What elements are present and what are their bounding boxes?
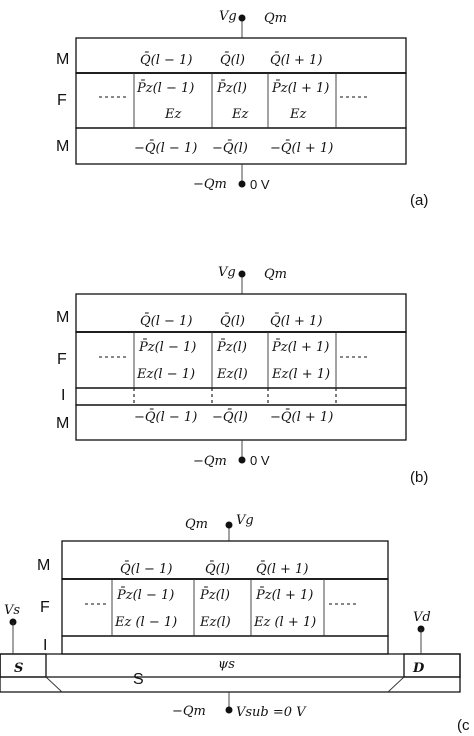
neg-charge-lm1-b: −Q̄(l − 1) xyxy=(134,409,197,425)
neg-charge-lp1-b: −Q̄(l + 1) xyxy=(270,409,333,425)
source-region-c xyxy=(0,653,47,678)
gate-terminal-b xyxy=(238,270,246,278)
neg-qm-label-b: −Qm xyxy=(193,454,227,469)
vg-label-b: Vg xyxy=(218,265,236,280)
charge-lm1-c: Q̄(l − 1) xyxy=(120,561,172,577)
panel-c: Qm Vg M F I S Q̄(l − 1) Q̄(l) Q̄(l + 1) … xyxy=(0,513,470,734)
insulator-layer-c xyxy=(61,635,389,655)
layer-label-f-b: F xyxy=(57,351,67,368)
source-contact-label: S xyxy=(14,661,23,676)
charge-lm1-b: Q̄(l − 1) xyxy=(140,313,192,329)
qm-label-b: Qm xyxy=(264,267,287,282)
gate-terminal-a xyxy=(238,14,246,22)
polarization-lm1-c: P̄z(l − 1) xyxy=(116,587,174,603)
field-lm1-a: Ez xyxy=(164,107,181,122)
neg-qm-label-a: −Qm xyxy=(193,177,227,192)
vg-label-c: Vg xyxy=(236,513,254,528)
gate-terminal-c xyxy=(225,521,233,529)
panel-a: Vg Qm M F M Q̄(l − 1) Q̄(l) Q̄(l + 1) P̄… xyxy=(56,9,428,209)
drain-contact-label: D xyxy=(412,661,425,676)
layer-label-m-bottom-a: M xyxy=(56,138,69,155)
charge-lp1-c: Q̄(l + 1) xyxy=(256,561,308,577)
polarization-lp1-a: P̄z(l + 1) xyxy=(271,80,329,96)
polarization-lm1-a: P̄z(l − 1) xyxy=(136,80,194,96)
polarization-l-a: P̄z(l) xyxy=(216,80,247,96)
field-lm1-c: Ez (l − 1) xyxy=(114,615,177,630)
layer-label-m-top-b: M xyxy=(56,309,69,326)
field-lp1-c: Ez (l + 1) xyxy=(253,615,316,630)
field-l-a: Ez xyxy=(231,107,248,122)
charge-lp1-a: Q̄(l + 1) xyxy=(270,52,322,68)
charge-l-a: Q̄(l) xyxy=(220,52,245,68)
field-lm1-b: Ez(l − 1) xyxy=(136,367,195,382)
neg-charge-lm1-a: −Q̄(l − 1) xyxy=(134,140,197,156)
qm-label-a: Qm xyxy=(264,11,287,26)
bottom-metal-a xyxy=(75,127,407,165)
polarization-lp1-c: P̄z(l + 1) xyxy=(255,587,313,603)
caption-a: (a) xyxy=(410,192,428,209)
bottom-metal-b xyxy=(75,404,407,441)
polarization-l-b: P̄z(l) xyxy=(216,339,247,355)
layer-label-s-c: S xyxy=(133,671,144,688)
zero-v-label-a: 0 V xyxy=(250,177,270,192)
surface-potential-label: ψs xyxy=(218,657,235,672)
neg-charge-l-b: −Q̄(l) xyxy=(212,409,248,425)
neg-qm-label-c: −Qm xyxy=(172,704,206,719)
field-l-c: Ez(l) xyxy=(199,615,231,630)
polarization-lp1-b: P̄z(l + 1) xyxy=(271,339,329,355)
polarization-lm1-b: P̄z(l − 1) xyxy=(138,339,196,355)
layer-label-m-c: M xyxy=(37,557,50,574)
panel-b: Vg Qm M F I M Q̄(l − 1) Q̄(l) Q̄(l + 1) … xyxy=(56,265,428,486)
vd-label-c: Vd xyxy=(413,610,431,625)
layer-label-m-bottom-b: M xyxy=(56,415,69,432)
field-lp1-a: Ez xyxy=(289,107,306,122)
field-l-b: Ez(l) xyxy=(216,367,248,382)
ground-terminal-a xyxy=(238,180,246,188)
polarization-l-c: P̄z(l) xyxy=(199,587,230,603)
zero-v-label-b: 0 V xyxy=(250,453,270,468)
vg-label-a: Vg xyxy=(219,9,237,24)
ground-terminal-b xyxy=(238,456,246,464)
layer-label-m-top-a: M xyxy=(56,51,69,68)
field-lp1-b: Ez(l + 1) xyxy=(271,367,330,382)
charge-l-b: Q̄(l) xyxy=(220,313,245,329)
vsub-label-c: Vsub =0 V xyxy=(236,705,307,720)
charge-lm1-a: Q̄(l − 1) xyxy=(140,52,192,68)
substrate-terminal-c xyxy=(225,706,233,714)
layer-label-i-b: I xyxy=(61,387,65,404)
layer-label-f-a: F xyxy=(57,92,67,109)
caption-b: (b) xyxy=(410,469,428,486)
drain-region-c xyxy=(403,653,461,678)
vs-label-c: Vs xyxy=(4,603,20,618)
layer-label-f-c: F xyxy=(40,599,50,616)
charge-lp1-b: Q̄(l + 1) xyxy=(270,313,322,329)
charge-l-c: Q̄(l) xyxy=(205,561,230,577)
substrate-c xyxy=(0,654,461,693)
neg-charge-lp1-a: −Q̄(l + 1) xyxy=(270,140,333,156)
layer-label-i-c: I xyxy=(43,637,47,654)
insulator-layer-b xyxy=(75,387,407,406)
neg-charge-l-a: −Q̄(l) xyxy=(212,140,248,156)
qm-label-c: Qm xyxy=(185,517,208,532)
caption-c: (c xyxy=(457,717,470,734)
